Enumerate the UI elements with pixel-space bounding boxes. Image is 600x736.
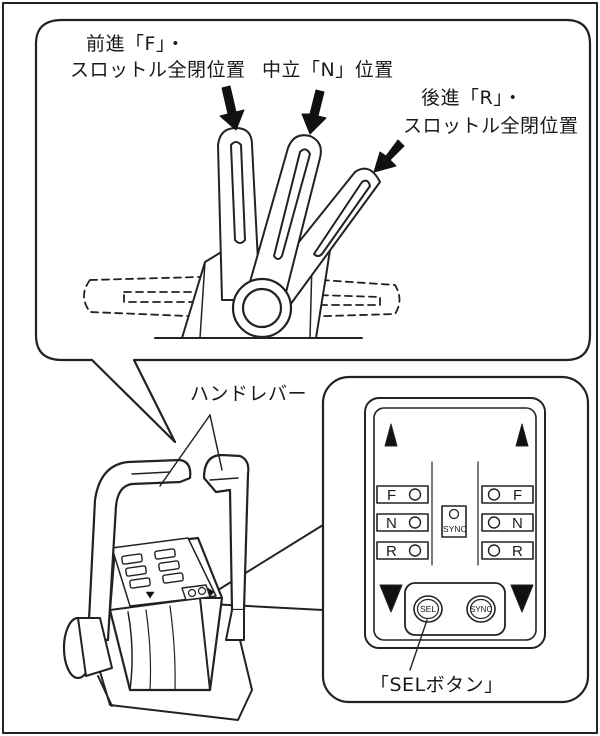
neutral-position-label: 中立「N」位置: [262, 59, 394, 81]
panel-leader-line-2: [209, 603, 324, 611]
right-key-r: [481, 541, 534, 560]
sync-indicator-box: [441, 505, 467, 538]
forward-position-label: 前進「F」・: [86, 33, 186, 55]
panel-leader-line-1: [209, 524, 324, 596]
right-key-label-n: N: [512, 515, 523, 532]
left-indicator-f: [408, 488, 422, 501]
neutral-arrow: [301, 89, 327, 135]
right-hand-lever: [202, 453, 250, 612]
right-key-f: [481, 485, 534, 504]
right-indicator-n: [487, 516, 501, 529]
position-arrows: [219, 85, 405, 173]
reverse-position-label: 後進「R」・: [421, 87, 523, 109]
right-indicator-f: [487, 488, 501, 501]
right-key-label-r: R: [512, 543, 523, 560]
left-key-label-f: F: [387, 487, 396, 504]
left-hand-lever: [86, 458, 192, 642]
right-key-n: [481, 513, 534, 532]
left-key-r: [376, 541, 429, 560]
control-panel: F N R SYNC F N R SEL SYNC: [364, 397, 546, 671]
left-key-f: [376, 485, 429, 504]
sync-indicator-label: SYNC: [443, 524, 467, 534]
lever-diagram: [83, 85, 405, 339]
left-down-arrow: [379, 584, 403, 613]
left-key-label-n: N: [386, 515, 397, 532]
sync-button-label: SYNC: [470, 605, 492, 614]
forward-arrow: [219, 85, 245, 131]
right-down-arrow: [510, 584, 534, 613]
remote-control-unit: [62, 414, 253, 721]
forward-position-sublabel: スロットル全閉位置: [70, 59, 246, 81]
right-indicator-r: [487, 544, 501, 557]
left-indicator-n: [408, 516, 422, 529]
left-key-label-r: R: [386, 543, 397, 560]
reverse-arrow: [373, 139, 405, 173]
right-up-arrow: [515, 423, 529, 447]
left-key-n: [376, 513, 429, 532]
reverse-position-sublabel: スロットル全閉位置: [403, 115, 579, 137]
sel-button-callout-label: 「SELボタン」: [370, 674, 504, 696]
right-key-label-f: F: [513, 487, 522, 504]
forward-lever: [217, 127, 261, 301]
sel-button-label: SEL: [420, 604, 436, 614]
left-up-arrow: [384, 423, 398, 447]
left-indicator-r: [408, 544, 422, 557]
hand-lever-label: ハンドレバー: [190, 383, 308, 405]
